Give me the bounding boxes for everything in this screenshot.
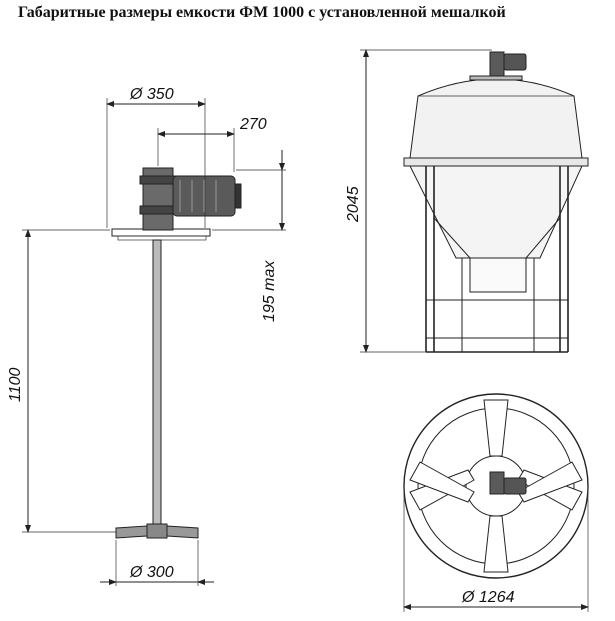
mixer-shaft <box>152 239 162 529</box>
dim-350-label: Ø 350 <box>129 86 174 103</box>
dim-195-label: 195 max <box>261 260 278 322</box>
mounting-plate-lower <box>117 235 207 241</box>
plan-mixer-gearbox <box>489 471 505 495</box>
dim-1100-label: 1100 <box>7 367 24 402</box>
gearbox-flange-lower <box>139 205 177 215</box>
tank-cone <box>409 165 583 259</box>
dim-270-label: 270 <box>239 116 267 133</box>
gearbox-flange <box>139 175 177 185</box>
tank-mixer-gearbox <box>489 51 505 79</box>
impeller-hub <box>146 523 168 539</box>
tank-dome <box>409 78 583 159</box>
dim-300-label: Ø 300 <box>129 564 174 581</box>
motor-end-cap <box>234 183 242 209</box>
tank-elevation-view: 2045 <box>345 49 589 353</box>
dim-2045-label: 2045 <box>345 186 362 223</box>
dim-1264-label: Ø 1264 <box>461 589 515 606</box>
drawing-title: Габаритные размеры емкости ФМ 1000 с уст… <box>18 4 506 21</box>
mixer-side-view: Ø 350 270 195 max 1100 Ø 300 <box>7 86 286 586</box>
impeller-blade-right <box>166 525 199 539</box>
tank-plan-view: Ø 1264 <box>403 393 589 612</box>
impeller-blade-left <box>115 525 148 539</box>
tank-outlet <box>469 257 527 293</box>
tank-mixer-motor <box>503 53 527 71</box>
plan-mixer-motor <box>503 477 527 495</box>
tank-upper-band <box>403 157 589 167</box>
